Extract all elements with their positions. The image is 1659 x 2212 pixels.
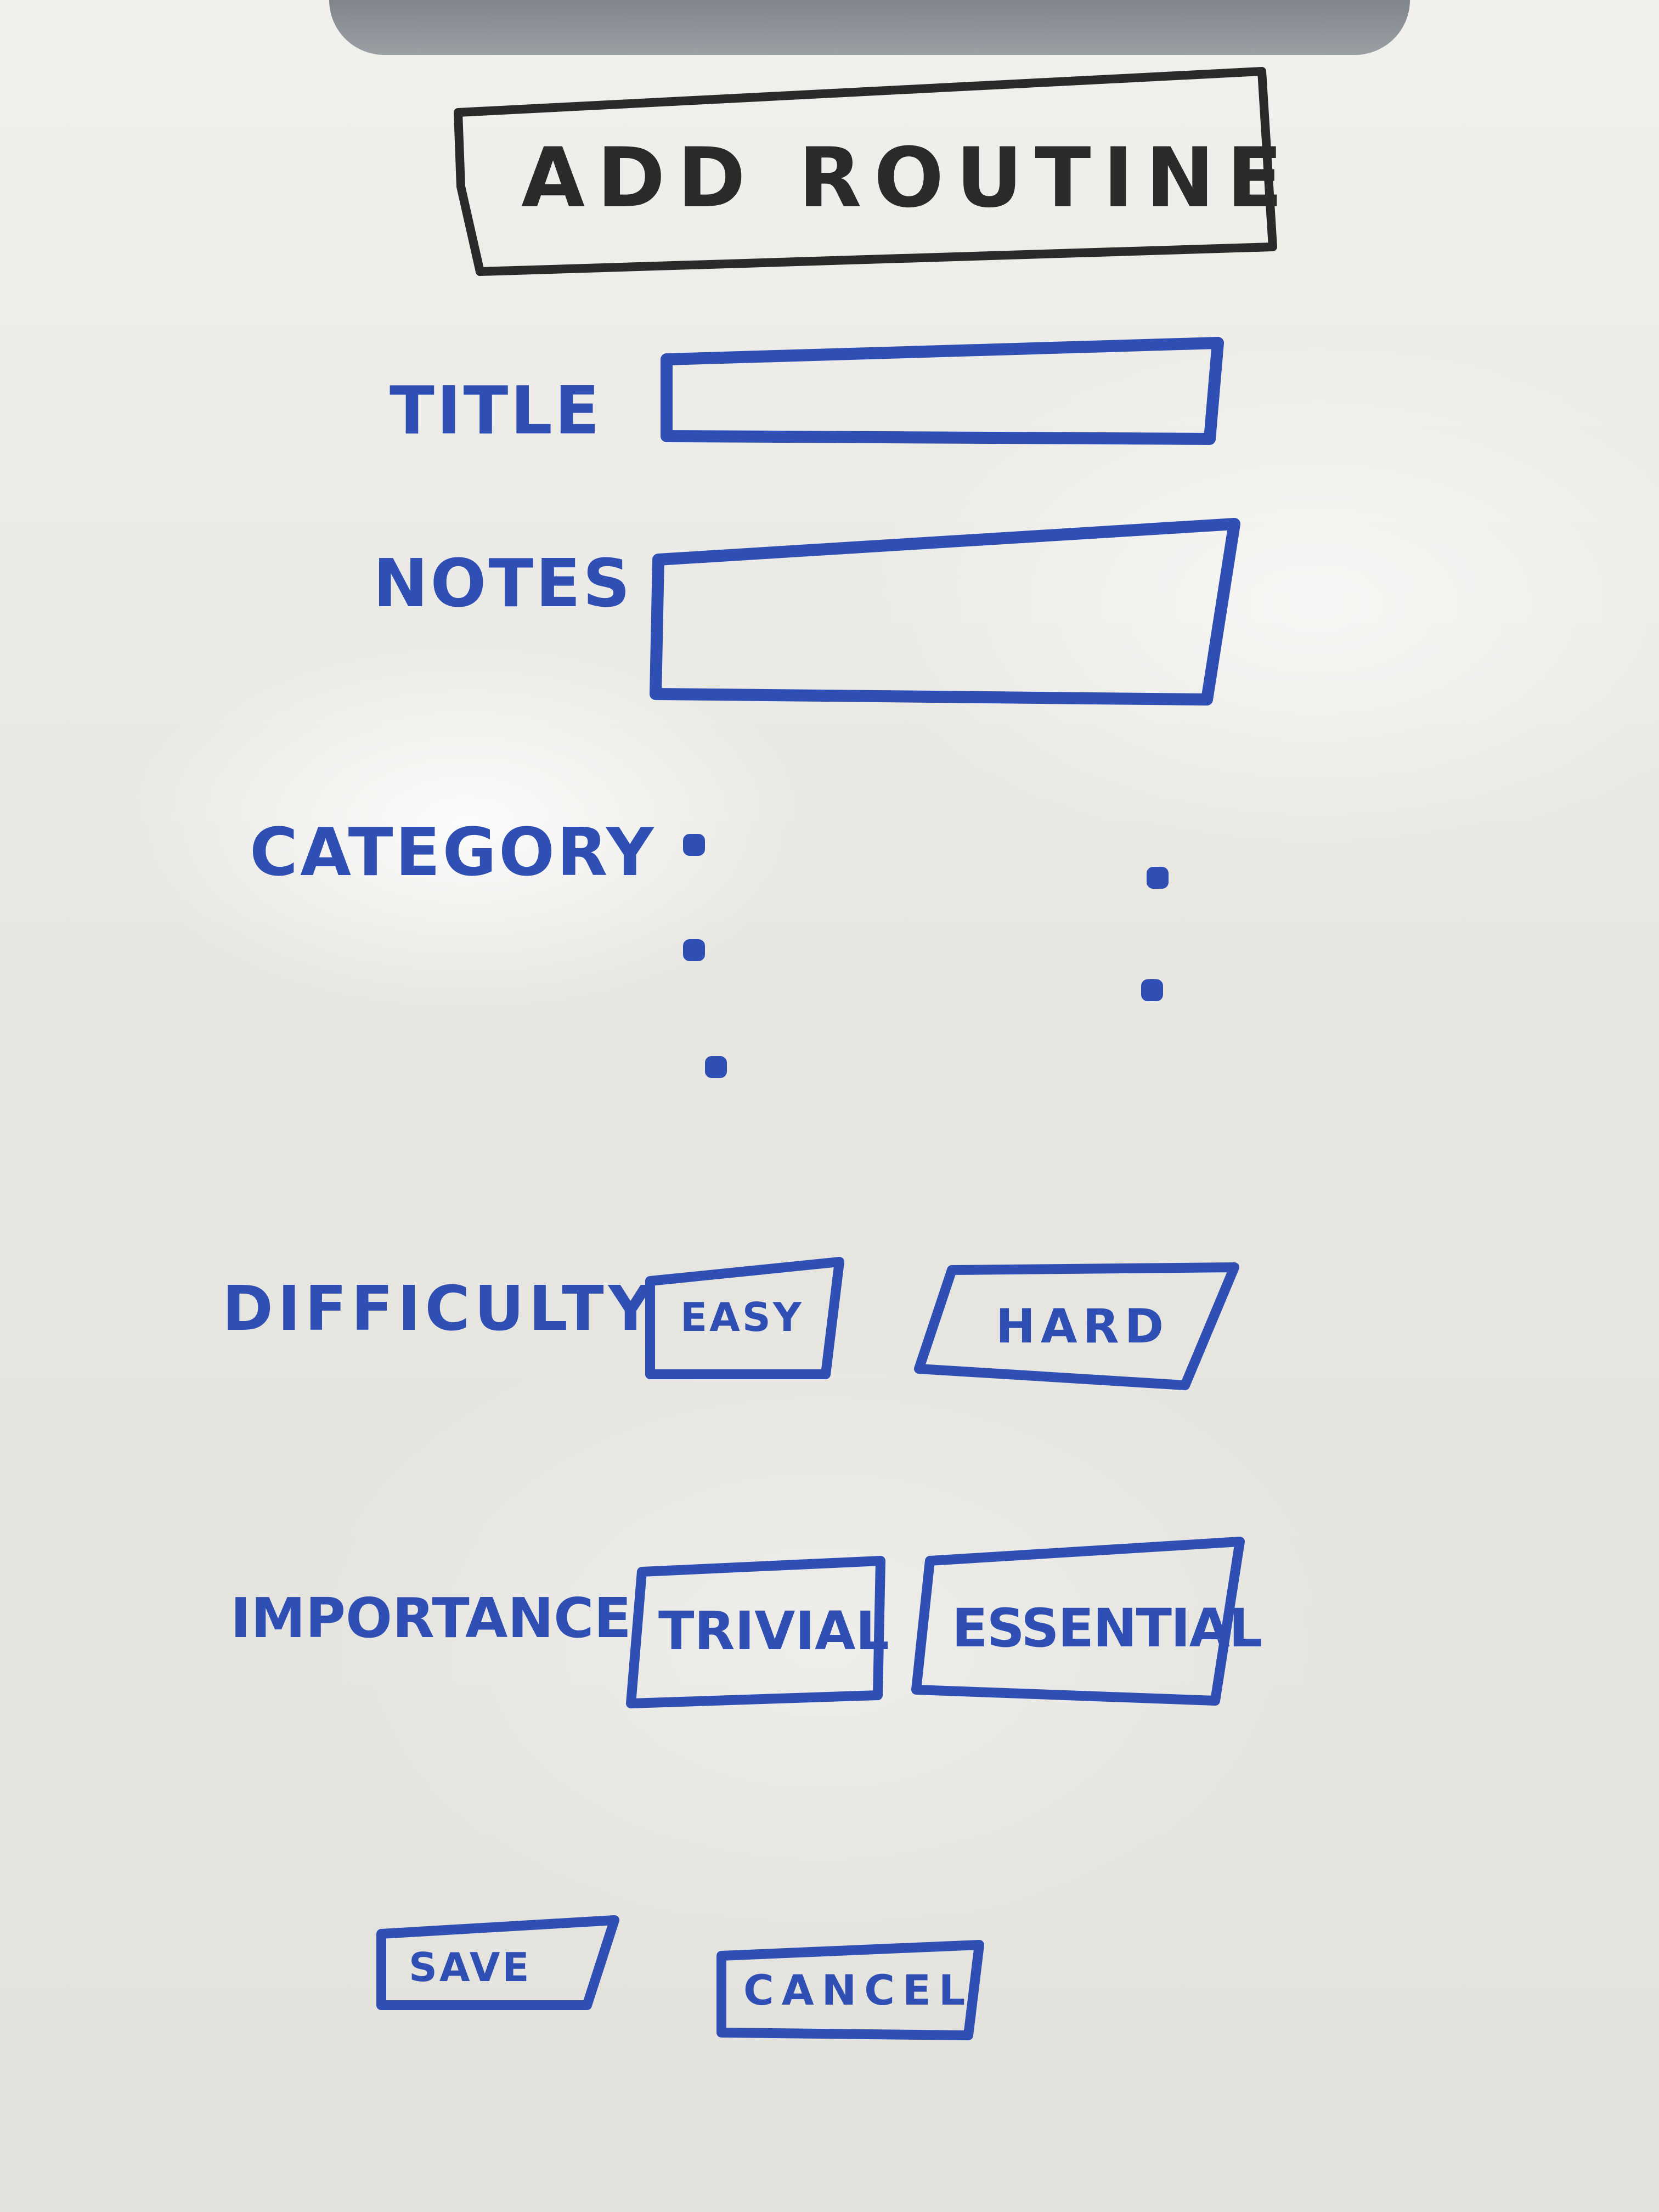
importance-essential-button[interactable]: ESSENTIAL — [952, 1598, 1262, 1659]
hard-button-frame — [914, 1262, 1239, 1390]
category-radio-1 — [683, 834, 705, 856]
whiteboard-top-clip — [329, 0, 1410, 55]
difficulty-easy-button[interactable]: EASY — [680, 1294, 804, 1340]
difficulty-label: DIFFICULTY — [222, 1273, 657, 1345]
importance-label: IMPORTANCE — [230, 1586, 631, 1650]
essential-button-frame — [911, 1537, 1245, 1706]
category-radio-4 — [1147, 867, 1169, 889]
notes-label: NOTES — [373, 546, 633, 622]
title-frame — [454, 67, 1277, 276]
save-button[interactable]: SAVE — [409, 1944, 532, 1990]
importance-trivial-button[interactable]: TRIVIAL — [658, 1600, 889, 1662]
page-title: ADD ROUTINE — [521, 131, 1295, 226]
category-radio-2 — [683, 939, 705, 961]
notes-input[interactable] — [669, 571, 1196, 683]
difficulty-hard-button[interactable]: HARD — [996, 1299, 1170, 1354]
category-label: CATEGORY — [250, 815, 656, 891]
notes-input-frame — [650, 518, 1240, 706]
cancel-button-frame — [716, 1940, 984, 2040]
category-radio-3 — [705, 1056, 727, 1078]
cancel-button[interactable]: CANCEL — [743, 1966, 973, 2015]
title-label: TITLE — [390, 373, 602, 449]
title-input-frame — [661, 337, 1224, 445]
save-button-frame — [376, 1915, 619, 2010]
easy-button-frame — [645, 1257, 844, 1379]
category-radio-5 — [1141, 979, 1163, 1001]
trivial-button-frame — [626, 1556, 885, 1708]
title-input[interactable] — [678, 370, 1204, 428]
